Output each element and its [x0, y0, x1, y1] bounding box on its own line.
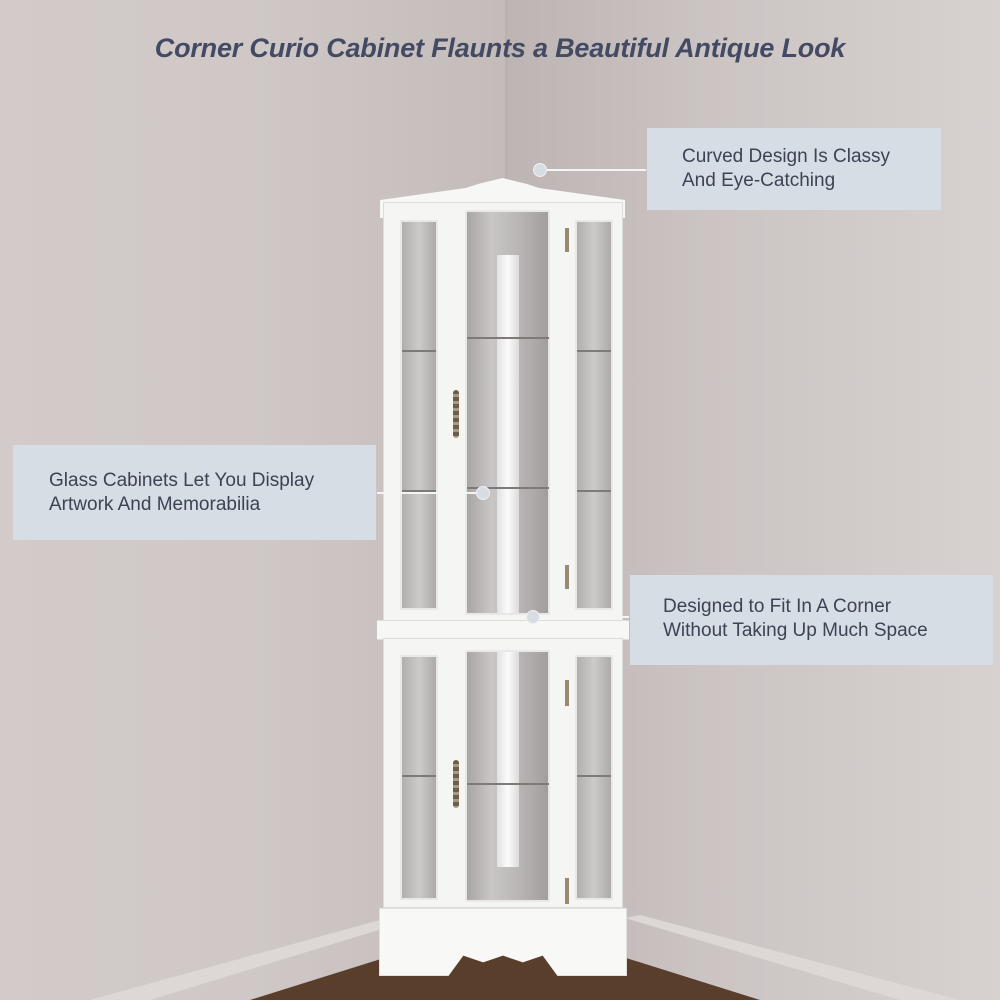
upper-center-pillar	[497, 255, 519, 613]
lower-shelf-1	[467, 783, 549, 785]
lower-hinge-top	[565, 680, 569, 706]
callout-curved-design: Curved Design Is Classy And Eye-Catching	[647, 128, 941, 210]
leader-line-glass	[377, 492, 485, 494]
page-title: Corner Curio Cabinet Flaunts a Beautiful…	[154, 33, 846, 63]
leader-line-curved	[538, 169, 646, 171]
upper-shelf-1	[467, 337, 549, 339]
upper-shelf-right-1	[577, 350, 611, 352]
callout-line: Artwork And Memorabilia	[49, 494, 261, 515]
middle-molding	[377, 620, 629, 640]
callout-line: Curved Design Is Classy	[682, 146, 891, 167]
upper-hinge-bottom	[565, 565, 569, 589]
callout-glass-cabinets: Glass Cabinets Let You Display Artwork A…	[13, 445, 376, 540]
lower-right-glass	[575, 655, 613, 900]
callout-corner-fit: Designed to Fit In A Corner Without Taki…	[630, 575, 993, 665]
callout-line: Designed to Fit In A Corner	[663, 596, 892, 617]
upper-shelf-2	[467, 487, 549, 489]
cabinet-base	[379, 908, 627, 976]
lower-center-pillar	[497, 652, 519, 867]
upper-left-glass	[400, 220, 438, 610]
upper-hinge-top	[565, 228, 569, 252]
callout-line: Glass Cabinets Let You Display	[49, 470, 315, 491]
callout-line: Without Taking Up Much Space	[663, 620, 928, 641]
lower-shelf-right	[577, 775, 611, 777]
upper-shelf-left-1	[402, 350, 436, 352]
callout-dot-corner	[526, 610, 540, 624]
lower-door-handle	[453, 760, 459, 808]
upper-shelf-left-2	[402, 490, 436, 492]
upper-door-handle	[453, 390, 459, 438]
upper-shelf-right-2	[577, 490, 611, 492]
curio-cabinet	[375, 140, 630, 980]
lower-hinge-bottom	[565, 878, 569, 904]
callout-line: And Eye-Catching	[682, 170, 836, 191]
leader-line-corner	[535, 616, 629, 618]
callout-dot-curved	[533, 163, 547, 177]
lower-left-glass	[400, 655, 438, 900]
callout-dot-glass	[476, 486, 490, 500]
lower-shelf-left	[402, 775, 436, 777]
upper-right-glass	[575, 220, 613, 610]
